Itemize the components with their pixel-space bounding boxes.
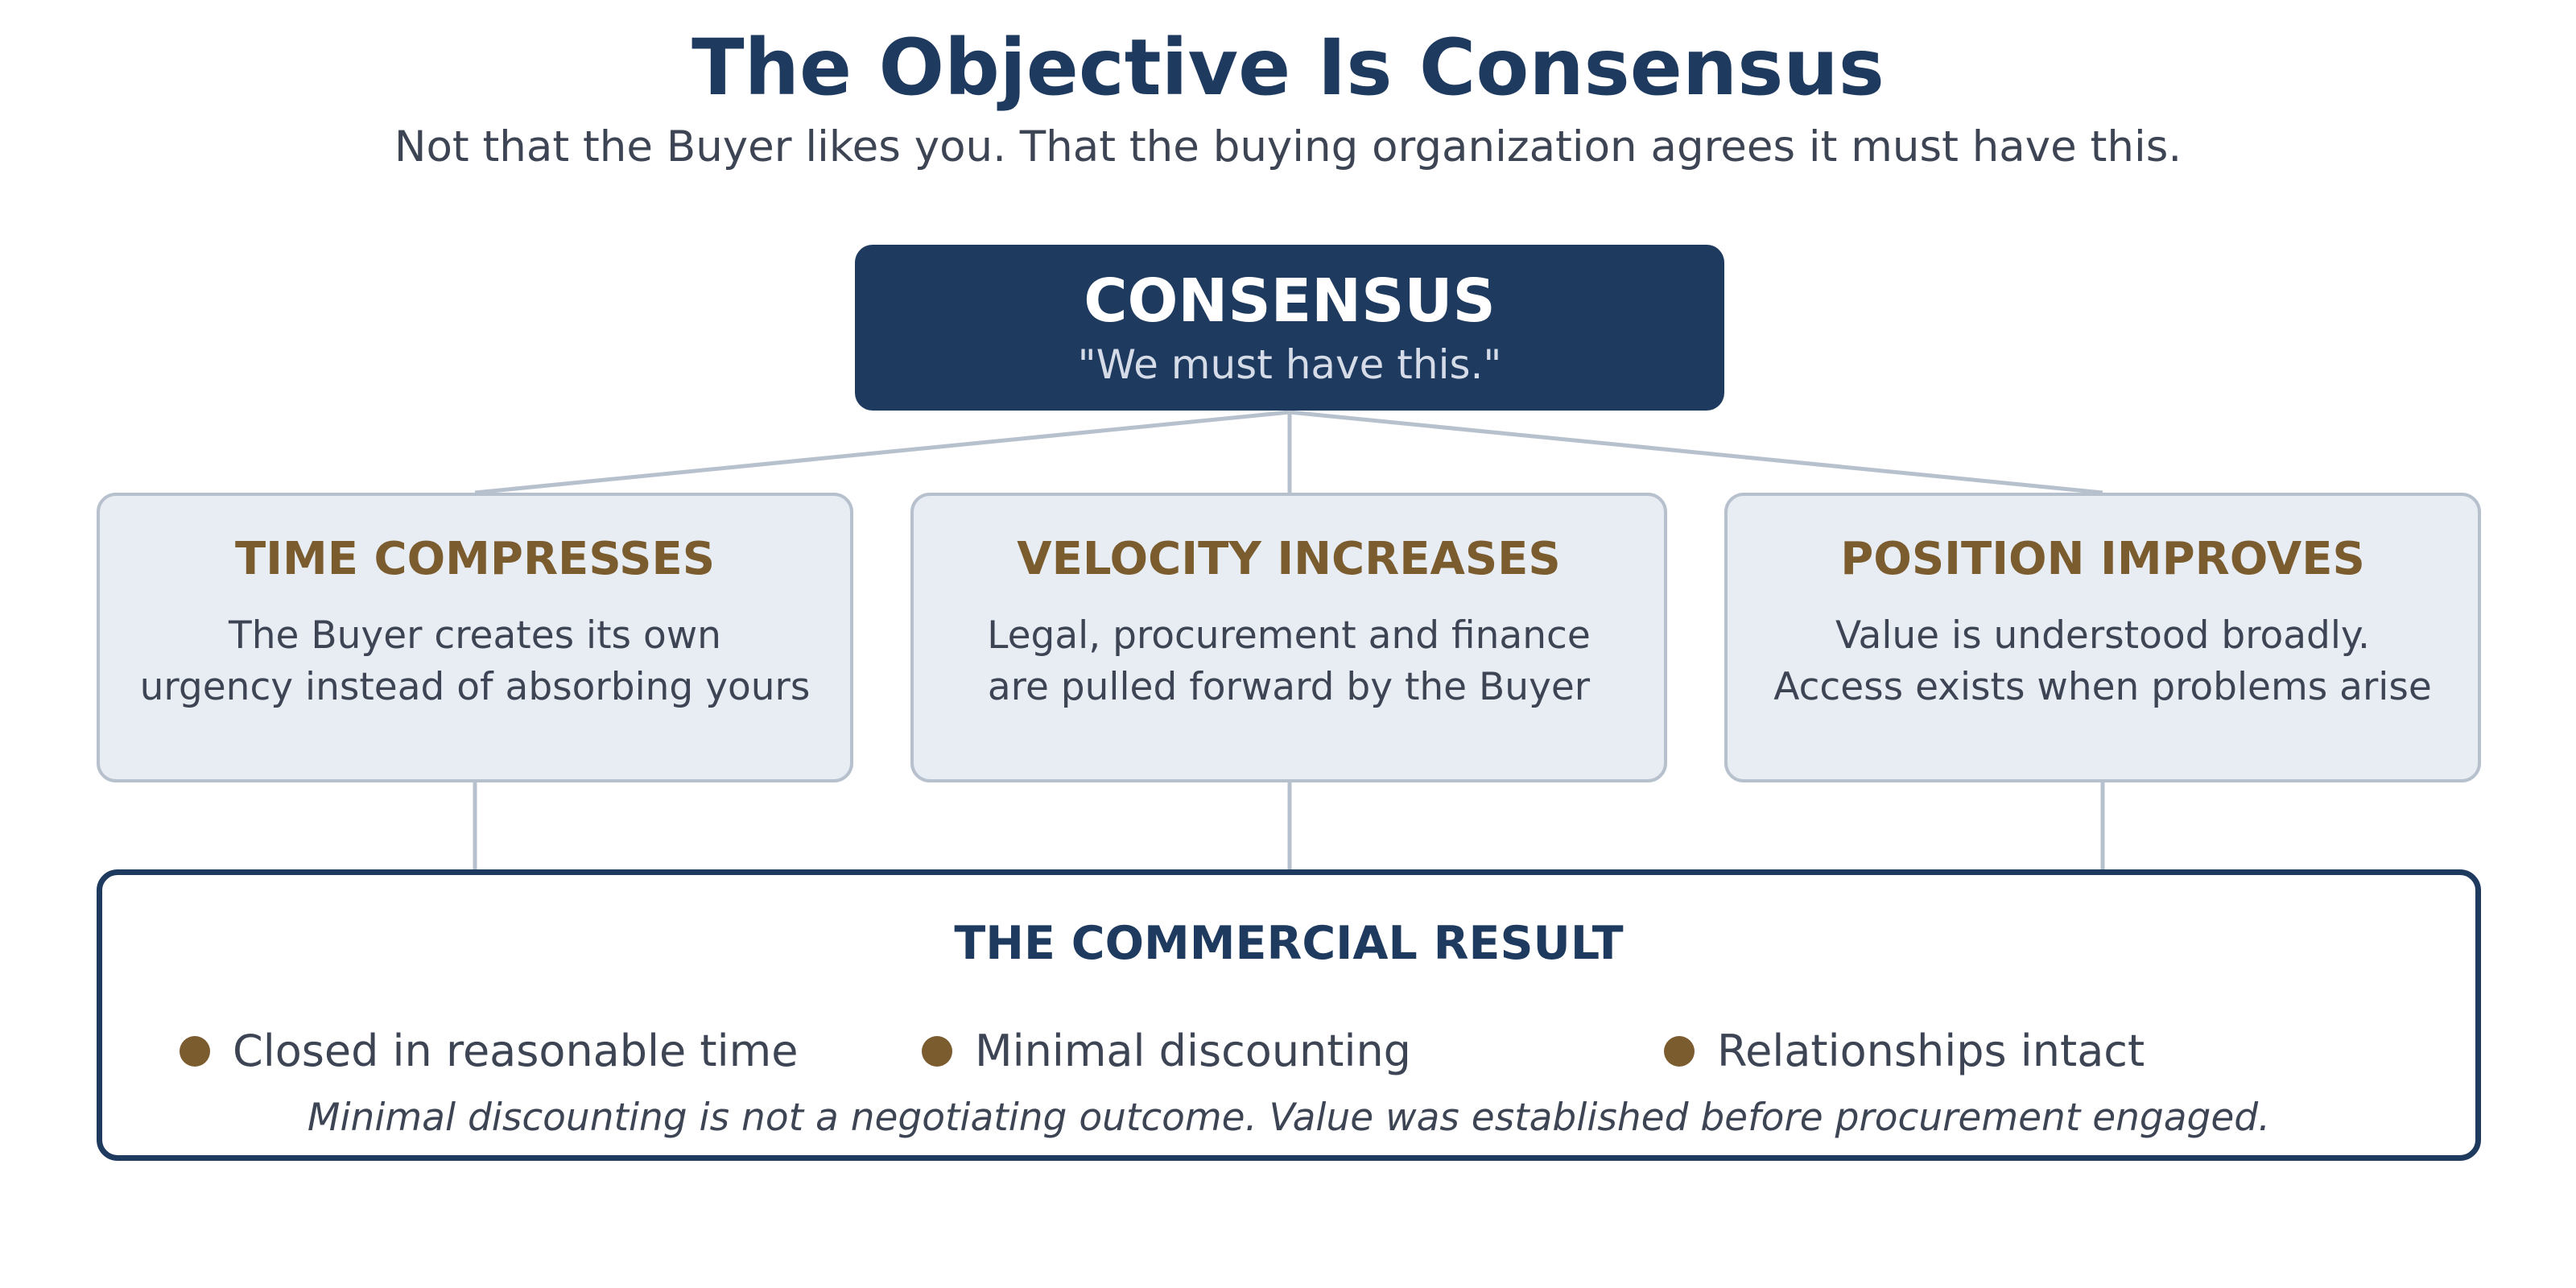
consensus-node: CONSENSUS "We must have this." (855, 245, 1724, 411)
commercial-result-title: THE COMMERCIAL RESULT (954, 917, 1624, 970)
pillar-text-line: Legal, procurement and finance (987, 613, 1591, 658)
result-item-relationships: Relationships intact (1664, 1023, 2324, 1080)
result-item-label: Relationships intact (1717, 1026, 2145, 1076)
bullet-dot-icon (1664, 1036, 1695, 1067)
connector-consensus-to-time (474, 410, 1290, 495)
pillar-title: VELOCITY INCREASES (1017, 533, 1561, 585)
page-title: The Objective Is Consensus (691, 23, 1885, 113)
pillar-text-line: The Buyer creates its own (229, 613, 721, 658)
consensus-node-quote: "We must have this." (1077, 341, 1502, 388)
pillar-text-line: are pulled forward by the Buyer (987, 665, 1591, 709)
result-item-label: Closed in reasonable time (233, 1026, 799, 1076)
consensus-node-label: CONSENSUS (1084, 266, 1496, 336)
pillar-title: TIME COMPRESSES (234, 533, 716, 585)
pillar-text-line: Value is understood broadly. (1835, 613, 2370, 658)
pillar-text-line: Access exists when problems arise (1773, 665, 2432, 709)
pillar-time-compresses: TIME COMPRESSES The Buyer creates its ow… (97, 493, 853, 782)
connector-consensus-to-position (1289, 410, 2103, 495)
pillar-position-improves: POSITION IMPROVES Value is understood br… (1724, 493, 2481, 782)
result-item-discounting: Minimal discounting (922, 1023, 1582, 1080)
result-item-label: Minimal discounting (975, 1026, 1411, 1076)
bullet-dot-icon (180, 1036, 210, 1067)
commercial-result-note: Minimal discounting is not a negotiating… (307, 1096, 2271, 1140)
pillar-velocity-increases: VELOCITY INCREASES Legal, procurement an… (910, 493, 1667, 782)
bullet-dot-icon (922, 1036, 952, 1067)
result-item-closed: Closed in reasonable time (180, 1023, 840, 1080)
pillar-title: POSITION IMPROVES (1840, 533, 2365, 585)
page-subtitle: Not that the Buyer likes you. That the b… (394, 122, 2182, 171)
commercial-result-box: THE COMMERCIAL RESULT Closed in reasonab… (97, 869, 2481, 1161)
pillar-text-line: urgency instead of absorbing yours (139, 665, 811, 709)
